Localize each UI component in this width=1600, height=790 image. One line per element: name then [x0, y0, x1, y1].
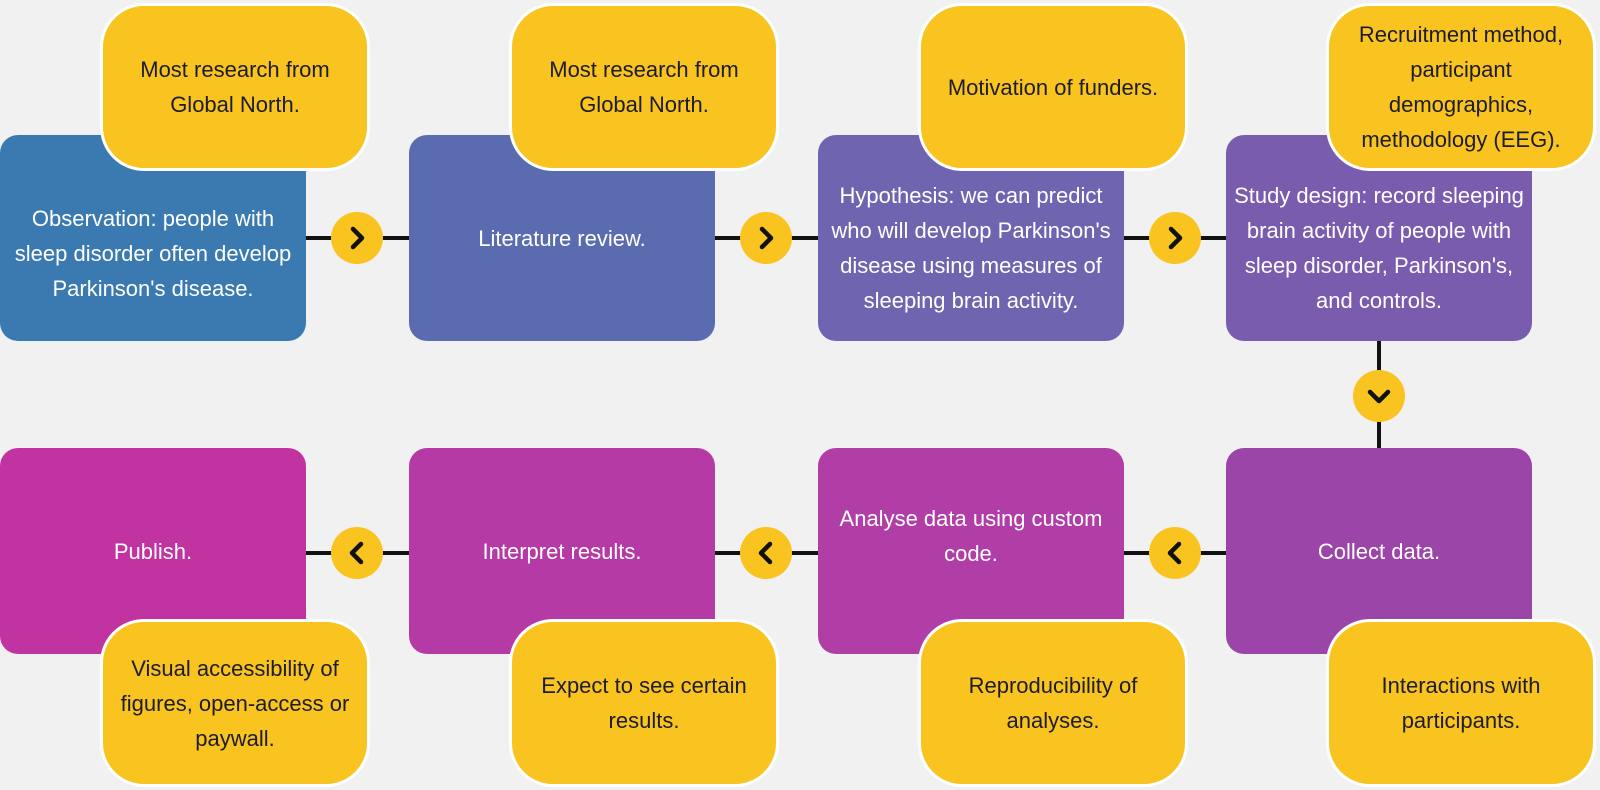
step-label: Study design: record sleeping brain acti…: [1234, 183, 1524, 313]
note-label: Reproducibility of analyses.: [968, 673, 1138, 733]
step-label: Analyse data using custom code.: [839, 506, 1103, 566]
chevron-right-icon: [740, 212, 792, 264]
chevron-down-icon: [1353, 370, 1405, 422]
chevron-left-icon: [349, 541, 364, 565]
note-bias: Recruitment method, participant demograp…: [1326, 3, 1596, 171]
chevron-left-icon: [1167, 541, 1182, 565]
note-bias: Interactions with participants.: [1326, 619, 1596, 787]
step-label: Observation: people with sleep disorder …: [14, 205, 292, 301]
chevron-right-icon: [1149, 212, 1201, 264]
note-bias: Motivation of funders.: [918, 3, 1188, 171]
chevron-left-icon: [758, 541, 773, 565]
note-bias: Expect to see certain results.: [509, 619, 779, 787]
note-label: Most research from Global North.: [140, 57, 330, 117]
step-label: Publish.: [113, 538, 193, 564]
note-label: Expect to see certain results.: [541, 673, 747, 733]
note-label: Recruitment method, participant demograp…: [1358, 22, 1564, 152]
step-label: Literature review.: [478, 225, 646, 251]
note-label: Interactions with participants.: [1381, 673, 1541, 733]
note-label: Motivation of funders.: [947, 74, 1159, 100]
chevron-right-icon: [331, 212, 383, 264]
chevron-down-icon: [1367, 389, 1391, 404]
chevron-right-icon: [759, 226, 774, 250]
chevron-right-icon: [350, 226, 365, 250]
note-bias: Visual accessibility of figures, open-ac…: [100, 619, 370, 787]
note-label: Visual accessibility of figures, open-ac…: [120, 655, 350, 751]
note-bias: Reproducibility of analyses.: [918, 619, 1188, 787]
chevron-left-icon: [1149, 527, 1201, 579]
step-label: Collect data.: [1317, 538, 1441, 564]
note-label: Most research from Global North.: [549, 57, 739, 117]
step-label: Interpret results.: [482, 538, 642, 564]
chevron-right-icon: [1168, 226, 1183, 250]
note-bias: Most research from Global North.: [509, 3, 779, 171]
chevron-left-icon: [740, 527, 792, 579]
chevron-left-icon: [331, 527, 383, 579]
note-bias: Most research from Global North.: [100, 3, 370, 171]
step-label: Hypothesis: we can predict who will deve…: [831, 183, 1111, 313]
